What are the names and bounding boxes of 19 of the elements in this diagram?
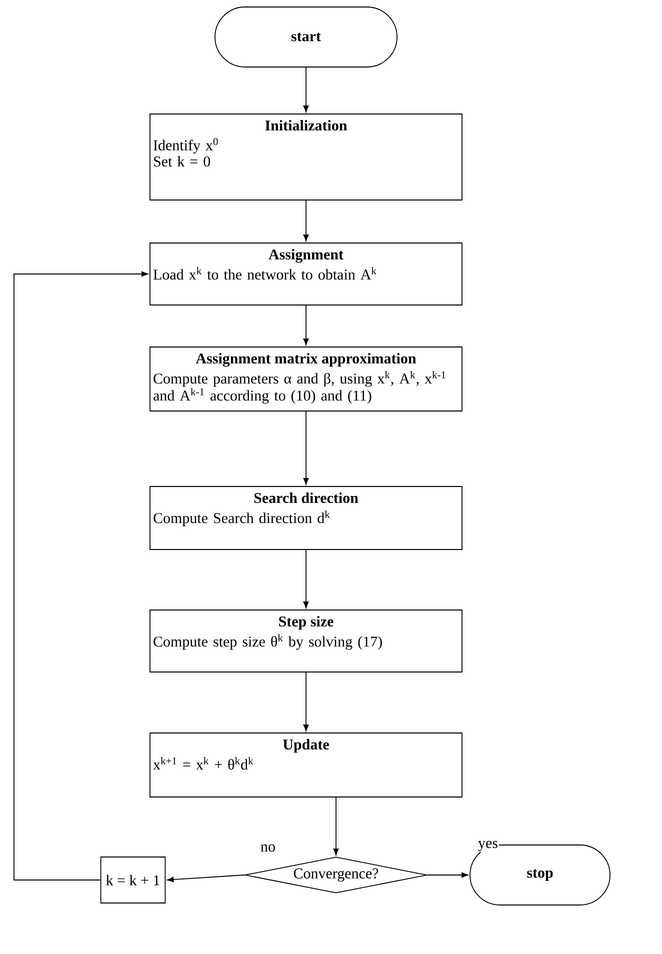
arrow: [303, 305, 309, 346]
edge-label: no: [260, 843, 276, 853]
arrow: [167, 874, 245, 882]
arrow: [333, 797, 339, 856]
arrow: [303, 411, 309, 485]
arrow: [303, 672, 309, 732]
arrow: [14, 271, 148, 880]
arrow: [427, 872, 468, 878]
process-box: Initialization Identify x$^{0}$ Set k = 0: [150, 114, 462, 200]
arrow: [303, 67, 309, 112]
process-box: k = k + 1: [100, 856, 166, 904]
process-box: Update x$^{k+1}$ = x$^{k}$ + θ$^{k}$d$^{k}$: [150, 732, 462, 798]
arrow: [303, 550, 309, 608]
process-box: Search direction Compute Search direction d$^{k}$: [150, 486, 462, 550]
process-box: Assignment Load x$^{k}$ to the network to obtain A$^{k}$: [150, 242, 462, 306]
arrow: [303, 200, 309, 242]
process-box: Step size Compute step size θ$^{k}$ by solving (17): [150, 610, 462, 672]
process-box: Assignment matrix approximation Compute parameters α and β, using x$^{k}$, A$^{k}$, x$^{k-1}$ and A$^{k-1}$ according to (10) and (11): [150, 346, 462, 412]
edge-label: yes: [477, 840, 499, 852]
